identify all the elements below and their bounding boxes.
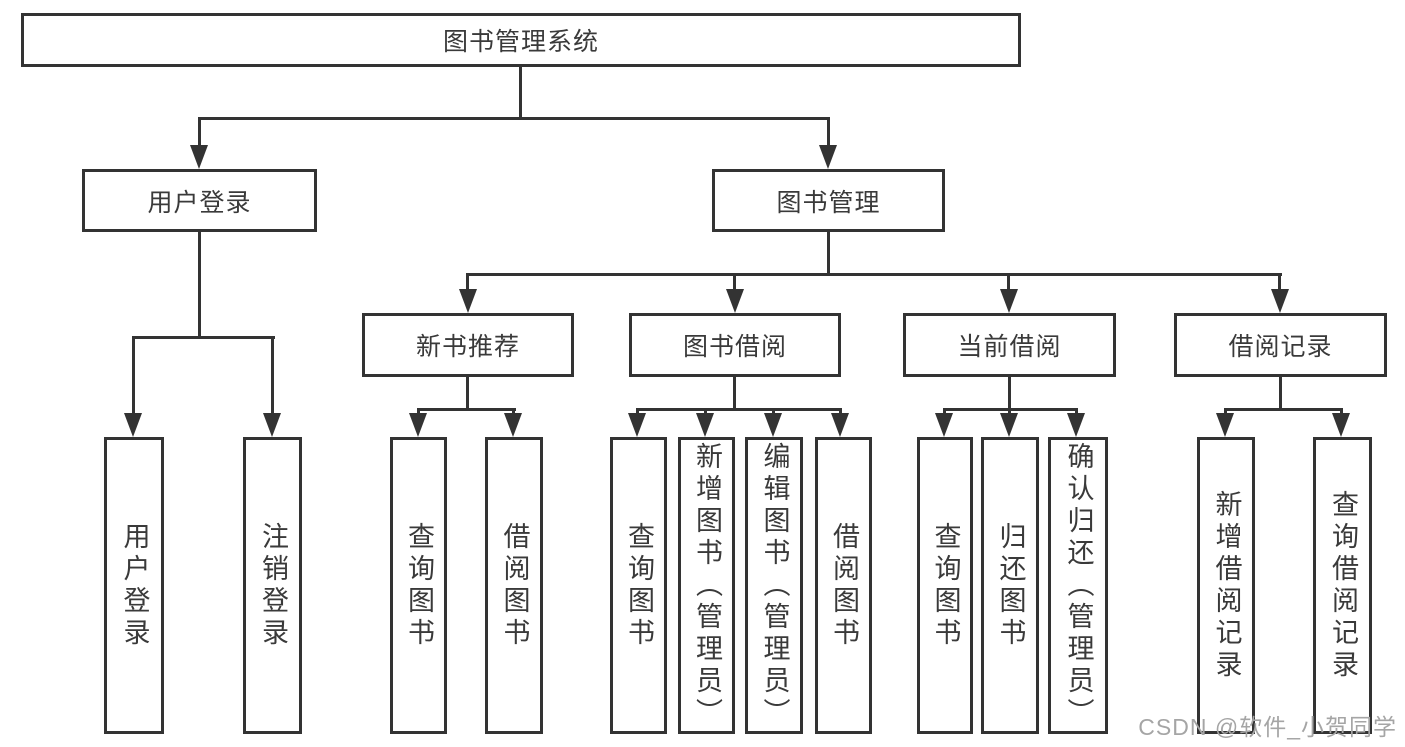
leaf-nb-query-books: 查询图书	[390, 437, 447, 734]
node-user-login-label: 用户登录	[147, 188, 252, 217]
connector-to-leaf	[943, 408, 946, 415]
connector-book-borrow-stub	[733, 377, 736, 408]
connector-to-leaf-user-login	[132, 336, 135, 415]
arrow-down-icon	[1271, 289, 1289, 313]
connector-to-leaf	[636, 408, 639, 415]
leaf-br-query-record: 查询借阅记录	[1313, 437, 1372, 734]
connector-to-book-borrow	[733, 273, 736, 291]
node-root-label: 图书管理系统	[442, 28, 599, 56]
connector-level2-hline	[198, 117, 830, 120]
leaf-user-login-label: 用户登录	[119, 521, 150, 650]
connector-borrow-records-hline	[1224, 408, 1343, 411]
leaf-cb-confirm-return-admin-label: 确认归还（管理员）	[1063, 441, 1094, 730]
connector-new-book-stub	[466, 377, 469, 408]
leaf-bb-edit-books-admin: 编辑图书（管理员）	[745, 437, 803, 734]
node-book-management-label: 图书管理	[776, 188, 881, 217]
connector-to-leaf-logout	[271, 336, 274, 415]
leaf-cb-return-books-label: 归还图书	[995, 521, 1026, 650]
node-new-book-recommend-label: 新书推荐	[415, 333, 520, 361]
leaf-br-add-record: 新增借阅记录	[1197, 437, 1255, 734]
connector-to-leaf	[1224, 408, 1227, 415]
connector-user-login-hline	[132, 336, 275, 339]
arrow-down-icon	[1067, 413, 1085, 437]
leaf-bb-query-books-label: 查询图书	[624, 521, 654, 650]
connector-book-borrow-hline	[636, 408, 842, 411]
leaf-user-login: 用户登录	[104, 437, 164, 734]
connector-to-leaf	[1075, 408, 1078, 415]
leaf-nb-query-books-label: 查询图书	[404, 521, 434, 650]
connector-to-leaf	[1340, 408, 1343, 415]
arrow-down-icon	[764, 413, 782, 437]
arrow-down-icon	[459, 289, 477, 313]
watermark-text: CSDN @软件_小贺同学	[1138, 714, 1397, 740]
leaf-br-query-record-label: 查询借阅记录	[1328, 489, 1358, 682]
node-new-book-recommend: 新书推荐	[362, 313, 574, 377]
connector-to-leaf	[772, 408, 775, 415]
connector-borrow-records-stub	[1279, 377, 1282, 408]
connector-to-leaf	[1008, 408, 1011, 415]
connector-to-borrow-records	[1278, 273, 1281, 291]
connector-to-new-book-recommend	[466, 273, 469, 291]
arrow-down-icon	[819, 145, 837, 169]
arrow-down-icon	[263, 413, 281, 437]
connector-to-book-management	[827, 117, 830, 147]
connector-to-leaf	[417, 408, 420, 415]
arrow-down-icon	[409, 413, 427, 437]
connector-level3-hline	[466, 273, 1282, 276]
leaf-cb-query-books-label: 查询图书	[930, 521, 961, 650]
leaf-nb-borrow-books-label: 借阅图书	[499, 521, 530, 650]
connector-book-management-stub	[827, 232, 830, 273]
node-root: 图书管理系统	[21, 13, 1021, 67]
arrow-down-icon	[831, 413, 849, 437]
arrow-down-icon	[504, 413, 522, 437]
arrow-down-icon	[628, 413, 646, 437]
connector-root-stub	[519, 67, 522, 117]
node-book-borrow-label: 图书借阅	[682, 333, 787, 361]
leaf-cb-return-books: 归还图书	[981, 437, 1039, 734]
arrow-down-icon	[1000, 413, 1018, 437]
arrow-down-icon	[935, 413, 953, 437]
connector-to-current-borrow	[1007, 273, 1010, 291]
connector-user-login-stub	[198, 232, 201, 336]
connector-current-borrow-stub	[1008, 377, 1011, 408]
leaf-cb-query-books: 查询图书	[917, 437, 973, 734]
node-current-borrow: 当前借阅	[903, 313, 1116, 377]
node-current-borrow-label: 当前借阅	[957, 333, 1062, 361]
arrow-down-icon	[124, 413, 142, 437]
leaf-logout-label: 注销登录	[258, 521, 288, 650]
connector-to-leaf	[839, 408, 842, 415]
arrow-down-icon	[726, 289, 744, 313]
leaf-logout: 注销登录	[243, 437, 302, 734]
arrow-down-icon	[1216, 413, 1234, 437]
leaf-bb-add-books-admin: 新增图书（管理员）	[678, 437, 735, 734]
connector-to-leaf	[512, 408, 515, 415]
leaf-bb-add-books-admin-label: 新增图书（管理员）	[692, 441, 722, 730]
connector-new-book-hline	[417, 408, 516, 411]
node-borrow-records: 借阅记录	[1174, 313, 1387, 377]
leaf-bb-query-books: 查询图书	[610, 437, 667, 734]
arrow-down-icon	[1000, 289, 1018, 313]
leaf-br-add-record-label: 新增借阅记录	[1211, 489, 1242, 682]
connector-to-user-login	[198, 117, 201, 147]
leaf-cb-confirm-return-admin: 确认归还（管理员）	[1048, 437, 1108, 734]
arrow-down-icon	[696, 413, 714, 437]
node-book-management: 图书管理	[712, 169, 945, 232]
connector-to-leaf	[704, 408, 707, 415]
arrow-down-icon	[1332, 413, 1350, 437]
leaf-nb-borrow-books: 借阅图书	[485, 437, 543, 734]
arrow-down-icon	[190, 145, 208, 169]
node-book-borrow: 图书借阅	[629, 313, 841, 377]
node-user-login: 用户登录	[82, 169, 317, 232]
leaf-bb-edit-books-admin-label: 编辑图书（管理员）	[759, 441, 790, 730]
leaf-bb-borrow-books: 借阅图书	[815, 437, 872, 734]
leaf-bb-borrow-books-label: 借阅图书	[829, 521, 859, 650]
node-borrow-records-label: 借阅记录	[1228, 333, 1333, 361]
